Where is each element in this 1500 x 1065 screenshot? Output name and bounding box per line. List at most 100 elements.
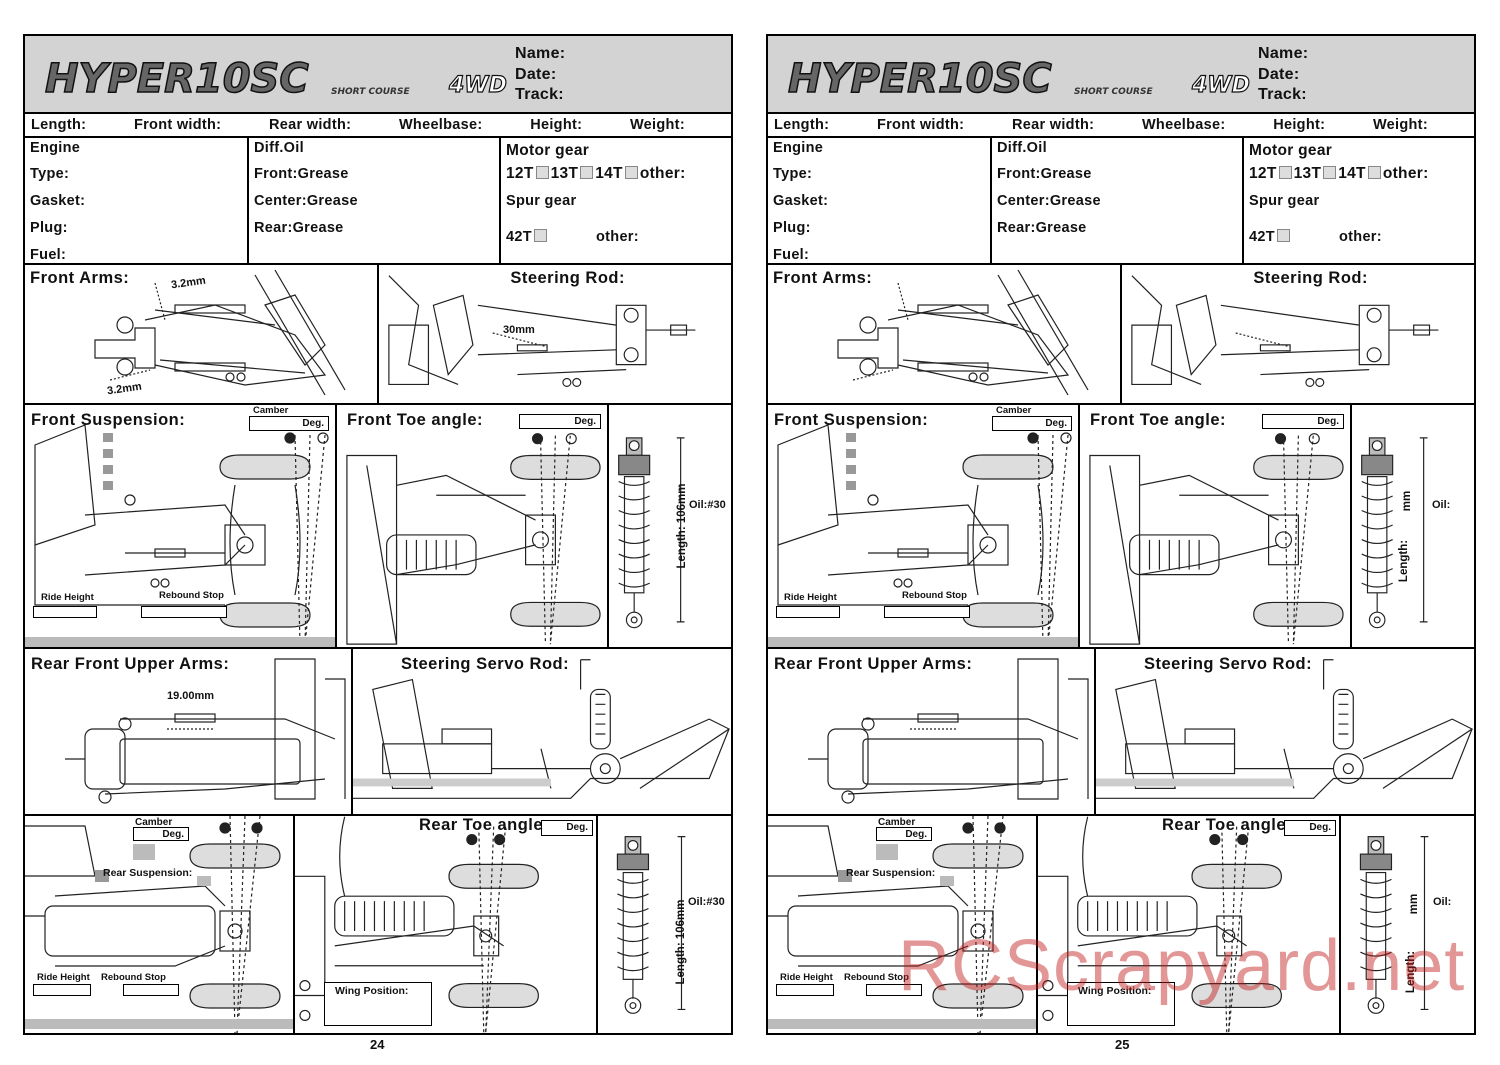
rear-toe-deg: Deg.	[1309, 822, 1331, 833]
engine-fuel[interactable]: Fuel:	[773, 247, 810, 263]
rear-ride-height-input[interactable]	[776, 984, 834, 996]
rear-width-label[interactable]: Rear width:	[269, 117, 352, 133]
checkbox-13t[interactable]	[580, 166, 594, 179]
front-toe-input[interactable]: Deg.	[1262, 414, 1344, 429]
steering-rod-measure[interactable]: 30mm	[503, 324, 535, 336]
wing-position-box[interactable]: Wing Position:	[324, 982, 432, 1026]
checkbox-12t[interactable]	[535, 166, 549, 179]
rear-width-label[interactable]: Rear width:	[1012, 117, 1095, 133]
front-ride-height-input[interactable]	[776, 606, 840, 618]
front-toe-diagram	[346, 433, 601, 645]
engine-type[interactable]: Type:	[773, 166, 813, 182]
engine-cell: Engine Type: Gasket: Plug: Fuel:	[25, 138, 247, 263]
checkbox-14t[interactable]	[624, 166, 638, 179]
date-label[interactable]: Date:	[1258, 65, 1300, 83]
diff-center[interactable]: Center:Grease	[254, 193, 358, 209]
logo-badge-text: 4WD	[448, 73, 507, 98]
front-shock-oil[interactable]: Oil:#30	[689, 499, 726, 511]
front-arms-title: Front Arms:	[773, 269, 873, 287]
weight-label[interactable]: Weight:	[1372, 117, 1428, 133]
height-label[interactable]: Height:	[530, 117, 583, 133]
steering-servo-title: Steering Servo Rod:	[401, 655, 570, 673]
motor-title: Motor gear	[506, 142, 590, 159]
opt-other[interactable]: other:	[1382, 165, 1429, 182]
steering-servo-diagram	[353, 659, 731, 799]
front-rebound-label: Rebound Stop	[159, 590, 224, 601]
front-rebound-input[interactable]	[141, 606, 227, 618]
rear-upper-arms-measure[interactable]: 19.00mm	[167, 690, 215, 702]
rear-toe-input[interactable]: Deg.	[541, 820, 593, 836]
rear-ride-height-input[interactable]	[33, 984, 91, 996]
steering-rod-cell: Steering Rod: 30mm	[377, 265, 731, 403]
rear-shock-diagram	[1359, 836, 1429, 1014]
rear-shock-oil[interactable]: Oil:	[1433, 896, 1452, 908]
rear-rebound-input[interactable]	[866, 984, 922, 996]
engine-gasket[interactable]: Gasket:	[773, 193, 829, 209]
rear-camber-input[interactable]: Deg.	[876, 827, 932, 841]
front-camber-input[interactable]: Deg.	[992, 416, 1072, 431]
checkbox-42t[interactable]	[533, 229, 547, 242]
date-label[interactable]: Date:	[515, 65, 557, 83]
diff-front[interactable]: Front:Grease	[254, 166, 349, 182]
engine-plug[interactable]: Plug:	[30, 220, 68, 236]
rear-toe-title: Rear Toe angle:	[1162, 816, 1293, 834]
engine-gasket[interactable]: Gasket:	[30, 193, 86, 209]
opt-other[interactable]: other:	[639, 165, 686, 182]
front-width-label[interactable]: Front width:	[133, 117, 222, 133]
diff-rear[interactable]: Rear:Grease	[254, 220, 344, 236]
front-camber-input[interactable]: Deg.	[249, 416, 329, 431]
checkbox-14t[interactable]	[1367, 166, 1381, 179]
rear-suspension-row: Camber Deg. Rear Suspension: Ride Height…	[25, 816, 731, 1033]
rear-shock-oil[interactable]: Oil:#30	[688, 896, 725, 908]
rear-toe-input[interactable]: Deg.	[1284, 820, 1336, 836]
name-label[interactable]: Name:	[515, 45, 566, 62]
spur-other[interactable]: other:	[596, 229, 639, 245]
track-label[interactable]: Track:	[1258, 86, 1307, 103]
front-shock-length[interactable]: Length: 106mm	[676, 483, 688, 569]
diff-center[interactable]: Center:Grease	[997, 193, 1101, 209]
steering-servo-cell: Steering Servo Rod:	[351, 649, 731, 814]
wing-position-box[interactable]: Wing Position:	[1067, 982, 1175, 1026]
diff-rear[interactable]: Rear:Grease	[997, 220, 1087, 236]
length-label[interactable]: Length:	[774, 117, 830, 133]
logo-badge-text: 4WD	[1191, 73, 1250, 98]
rear-shock-length[interactable]: Length: 106mm	[675, 899, 687, 985]
engine-plug[interactable]: Plug:	[773, 220, 811, 236]
wheelbase-label[interactable]: Wheelbase:	[1141, 117, 1226, 133]
height-label[interactable]: Height:	[1273, 117, 1326, 133]
sheet-header: HYPER10SC SHORT COURSE 4WD Name: Date: T…	[768, 36, 1474, 114]
logo-sub-text: SHORT COURSE	[331, 87, 410, 97]
engine-title: Engine	[773, 140, 824, 156]
rear-shock-diagram	[616, 836, 686, 1014]
setup-sheet-page-24: HYPER10SC SHORT COURSE 4WD Name: Date: T…	[23, 34, 733, 1035]
front-shock-oil[interactable]: Oil:	[1432, 499, 1451, 511]
rear-camber-input[interactable]: Deg.	[133, 827, 189, 841]
rear-suspension-diagram	[25, 816, 293, 1033]
steering-servo-title: Steering Servo Rod:	[1144, 655, 1313, 673]
front-ride-height-input[interactable]	[33, 606, 97, 618]
front-width-label[interactable]: Front width:	[876, 117, 965, 133]
diff-front[interactable]: Front:Grease	[997, 166, 1092, 182]
front-rebound-input[interactable]	[884, 606, 970, 618]
rear-rebound-input[interactable]	[123, 984, 179, 996]
checkbox-42t[interactable]	[1276, 229, 1290, 242]
front-shock-diagram	[1361, 437, 1428, 629]
steering-rod-cell: Steering Rod:	[1120, 265, 1474, 403]
track-label[interactable]: Track:	[515, 86, 564, 103]
front-shock-length[interactable]: Length:	[1398, 539, 1410, 583]
engine-type[interactable]: Type:	[30, 166, 70, 182]
front-toe-input[interactable]: Deg.	[519, 414, 601, 429]
front-suspension-row: Front Suspension: Camber Deg. Ride Heigh…	[768, 405, 1474, 649]
rear-upper-arm-diagram	[65, 658, 346, 804]
checkbox-12t[interactable]	[1278, 166, 1292, 179]
length-label[interactable]: Length:	[31, 117, 87, 133]
spur-other[interactable]: other:	[1339, 229, 1382, 245]
weight-label[interactable]: Weight:	[629, 117, 685, 133]
wheelbase-label[interactable]: Wheelbase:	[398, 117, 483, 133]
checkbox-13t[interactable]	[1323, 166, 1337, 179]
name-label[interactable]: Name:	[1258, 45, 1309, 62]
engine-fuel[interactable]: Fuel:	[30, 247, 67, 263]
steering-rod-title: Steering Rod:	[1253, 269, 1368, 287]
